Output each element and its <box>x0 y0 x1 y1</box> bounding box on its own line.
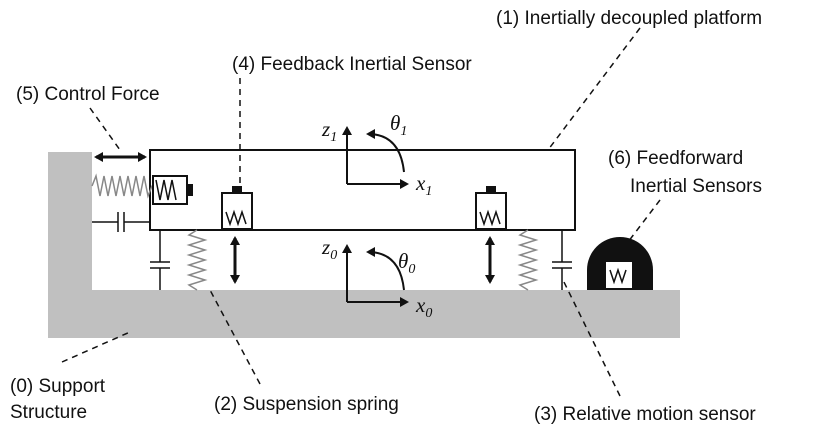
label-feedback-sensor: (4) Feedback Inertial Sensor <box>232 54 472 75</box>
platform-theta-label: θ1 <box>390 111 407 139</box>
platform-z-label: z1 <box>321 117 337 145</box>
platform-x-label: x1 <box>415 171 432 199</box>
horizontal-damper <box>92 212 150 232</box>
label-support-line2: Structure <box>10 402 87 423</box>
leader-lines <box>61 27 661 397</box>
ground-x-label: x0 <box>415 293 432 321</box>
label-platform: (1) Inertially decoupled platform <box>496 8 762 29</box>
ground-frame <box>342 244 409 307</box>
label-feedforward-line2: Inertial Sensors <box>630 176 762 197</box>
left-suspension-spring <box>186 229 208 291</box>
ground-z-label: z0 <box>321 235 337 263</box>
feedforward-sensor <box>587 237 653 290</box>
label-support-line1: (0) Support <box>10 376 106 397</box>
platform-body <box>149 149 576 231</box>
left-damper <box>150 230 170 290</box>
feedback-sensor-right <box>475 186 507 230</box>
support-structure <box>48 152 680 338</box>
feedback-sensor-left <box>221 186 253 230</box>
platform-frame <box>342 126 409 189</box>
label-control-force: (5) Control Force <box>16 84 160 105</box>
right-damper <box>552 230 572 290</box>
ground-theta-label: θ0 <box>398 249 415 277</box>
right-suspension-spring <box>517 229 539 291</box>
horizontal-spring <box>91 173 156 199</box>
label-suspension-spring: (2) Suspension spring <box>214 394 399 415</box>
actuator <box>152 175 193 205</box>
label-feedforward-line1: (6) Feedforward <box>608 148 743 169</box>
label-relative-sensor: (3) Relative motion sensor <box>534 404 756 425</box>
